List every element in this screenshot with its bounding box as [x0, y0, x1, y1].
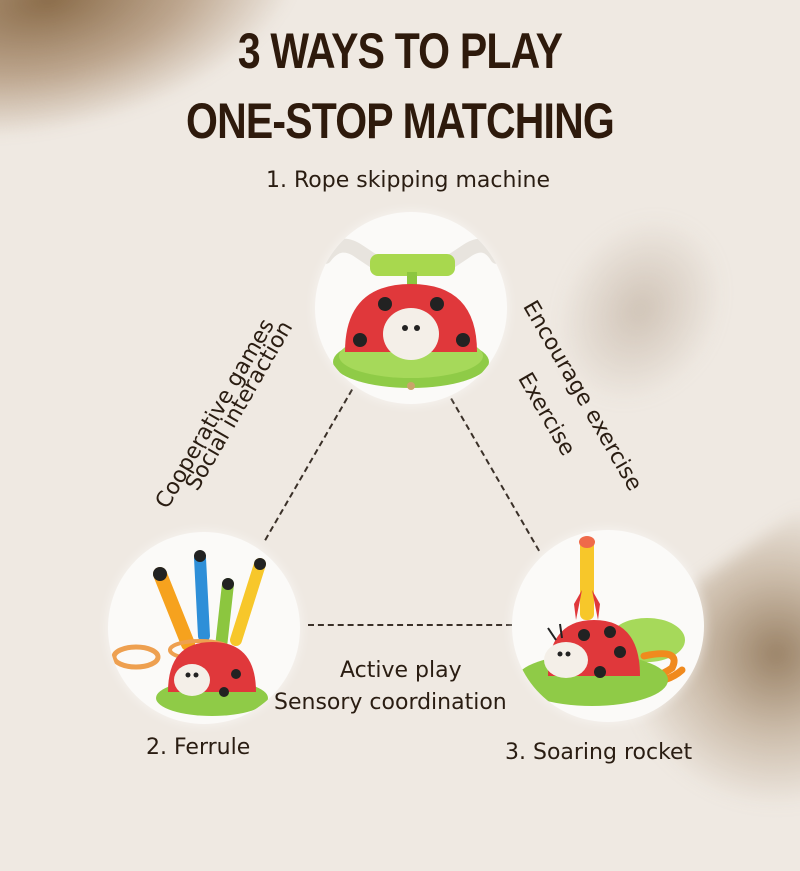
headline-line-1: 3 WAYS TO PLAY [237, 23, 563, 79]
connector-left [264, 389, 353, 541]
connector-right [450, 398, 540, 552]
ladybug-rocket-icon [516, 536, 686, 706]
mode-2-label: 2. Ferrule [146, 735, 251, 760]
benefit-bottom-line-2: Sensory coordination [274, 690, 507, 715]
mode-2-image [108, 532, 300, 724]
mode-1-label: 1. Rope skipping machine [266, 168, 551, 193]
benefit-bottom-line-1: Active play [340, 658, 462, 683]
mode-1-image [315, 212, 507, 404]
mode-3-image [512, 530, 704, 722]
mode-3-label: 3. Soaring rocket [505, 740, 693, 765]
connector-bottom [308, 624, 512, 626]
headline-line-2: ONE-STOP MATCHING [186, 93, 615, 149]
ladybug-ring-toss-icon [111, 550, 268, 716]
background-shadow-middle [520, 183, 760, 437]
ladybug-rope-skipping-icon [318, 238, 504, 390]
